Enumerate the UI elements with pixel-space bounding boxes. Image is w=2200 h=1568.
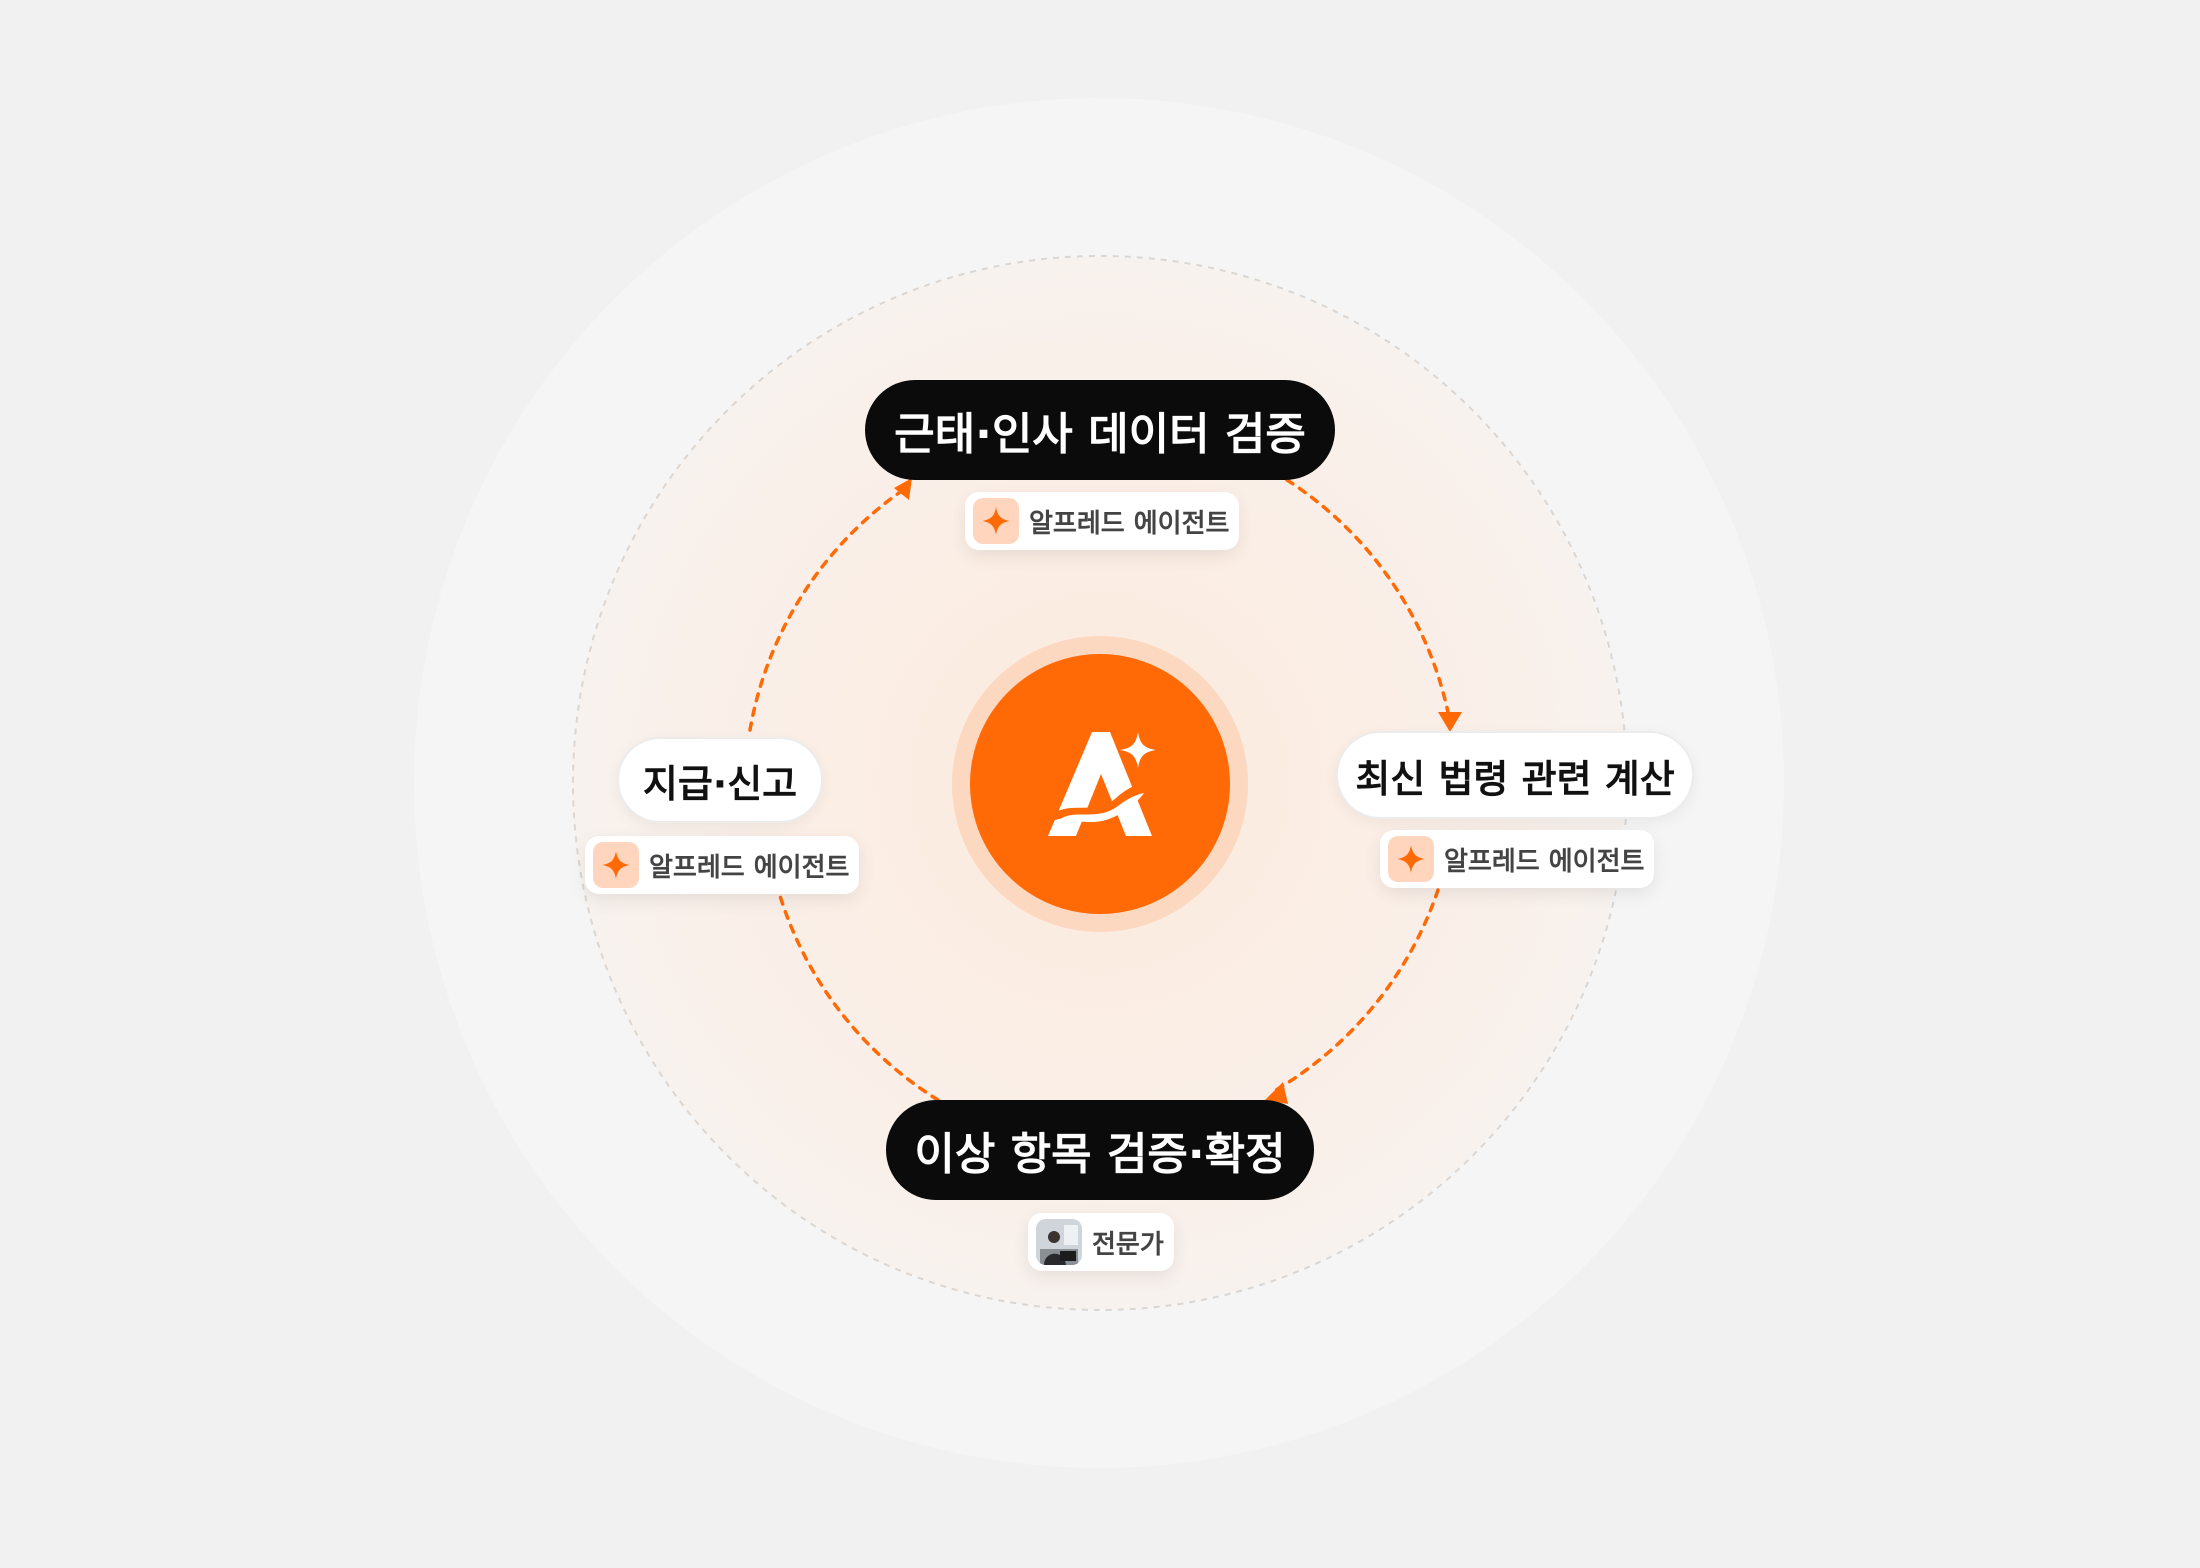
alfred-logo-icon <box>1040 724 1160 848</box>
agent-label: 알프레드 에이전트 <box>649 852 850 883</box>
step-anomaly-review: 이상 항목 검증·확정 <box>886 1100 1314 1200</box>
flow-arrow-top-left <box>748 488 905 732</box>
step-label: 최신 법령 관련 계산 <box>1355 756 1675 801</box>
flow-arrow-bottom-right <box>1274 888 1440 1092</box>
step-label: 지급·신고 <box>642 761 798 806</box>
sparkle-icon <box>593 842 639 888</box>
agent-label: 알프레드 에이전트 <box>1029 508 1230 539</box>
arrowhead-right <box>1438 712 1462 732</box>
agent-badge: 알프레드 에이전트 <box>585 836 860 894</box>
step-payment-filing: 지급·신고 <box>617 737 823 823</box>
sparkle-icon <box>973 498 1019 544</box>
flow-arrow-top-right <box>1285 478 1452 724</box>
step-label: 이상 항목 검증·확정 <box>914 1129 1286 1180</box>
expert-label: 전문가 <box>1092 1229 1164 1260</box>
expert-avatar-icon <box>1036 1219 1082 1265</box>
center-circle <box>970 654 1230 914</box>
arrowhead-bottom <box>1265 1082 1288 1104</box>
sparkle-icon <box>1388 836 1434 882</box>
expert-badge: 전문가 <box>1028 1213 1174 1271</box>
step-law-calculation: 최신 법령 관련 계산 <box>1336 731 1694 819</box>
step-label: 근태·인사 데이터 검증 <box>894 409 1306 460</box>
agent-badge: 알프레드 에이전트 <box>1380 830 1655 888</box>
step-hr-data-validation: 근태·인사 데이터 검증 <box>865 380 1335 480</box>
arrowhead-top <box>894 478 912 500</box>
agent-badge: 알프레드 에이전트 <box>965 492 1240 550</box>
agent-label: 알프레드 에이전트 <box>1444 846 1645 877</box>
